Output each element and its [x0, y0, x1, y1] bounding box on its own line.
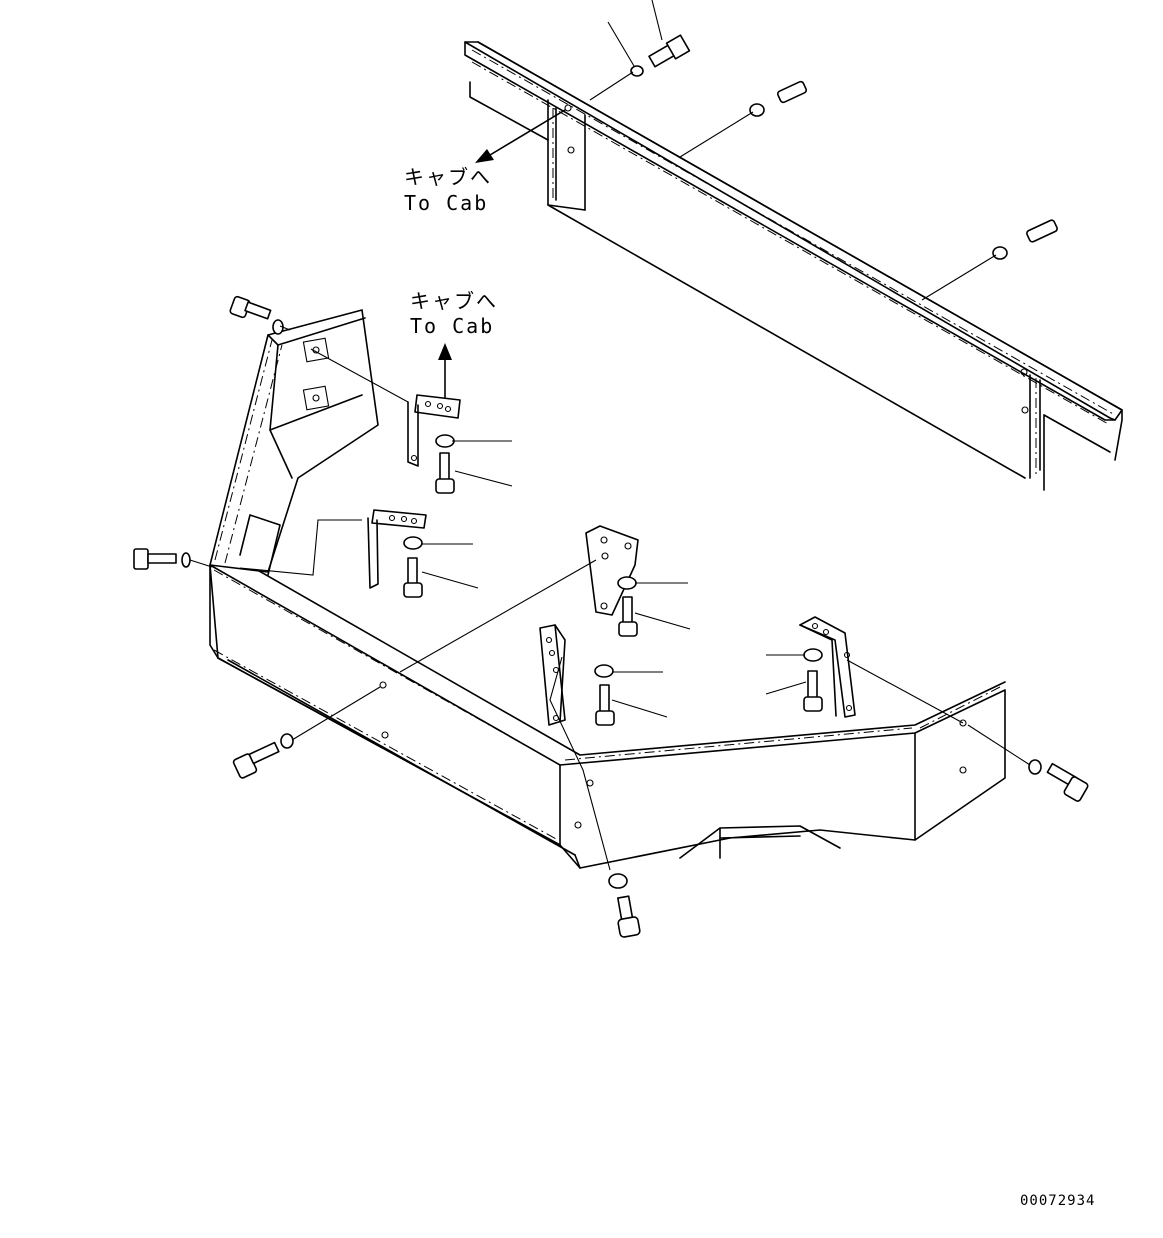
- bracket-upper-left: [407, 394, 461, 467]
- side-bolt-right: [1046, 762, 1089, 802]
- washer-5: [803, 648, 823, 662]
- bolt-2: [403, 557, 423, 598]
- cross-beam: [464, 41, 1123, 491]
- label-cab-jp-upper: キャブへ: [404, 165, 492, 189]
- label-cab-jp-lower: キャブへ: [410, 289, 498, 313]
- label-cab-en-upper: To Cab: [404, 191, 488, 215]
- washer-4: [594, 664, 614, 678]
- side-washer-right: [1028, 759, 1042, 775]
- side-washer-left: [181, 552, 191, 568]
- mount-rubber-2: [992, 246, 1008, 260]
- washer-3: [617, 576, 637, 590]
- washer-1: [435, 434, 455, 448]
- side-bolt-top-left: [229, 295, 272, 320]
- bracket-center: [585, 525, 639, 616]
- upper-bolt: [648, 34, 691, 68]
- mount-bolt-right-1: [776, 80, 808, 104]
- washer-2: [403, 536, 423, 550]
- upper-washer: [630, 65, 644, 77]
- side-bolt-lower-left: [232, 741, 280, 779]
- bolt-1: [435, 452, 455, 494]
- bolt-3: [618, 596, 638, 637]
- side-washer-lower-left: [280, 733, 294, 749]
- bolt-4: [595, 684, 615, 726]
- drawing-number: 00072934: [1020, 1193, 1095, 1209]
- bracket-right: [799, 616, 856, 718]
- bracket-mid-left: [367, 509, 427, 589]
- bottom-bolt: [617, 895, 641, 938]
- mount-rubber-1: [749, 103, 765, 117]
- bottom-washer: [608, 873, 628, 889]
- side-bolt-left: [133, 548, 177, 570]
- mount-bolt-right-2: [1026, 219, 1058, 243]
- bolt-5: [803, 670, 823, 712]
- bracket-lower-center: [539, 624, 566, 726]
- arrow-to-cab-lower: [438, 343, 452, 399]
- label-cab-en-lower: To Cab: [410, 314, 494, 338]
- arrow-to-cab-upper: [475, 109, 566, 163]
- guard-plate: [209, 309, 1006, 869]
